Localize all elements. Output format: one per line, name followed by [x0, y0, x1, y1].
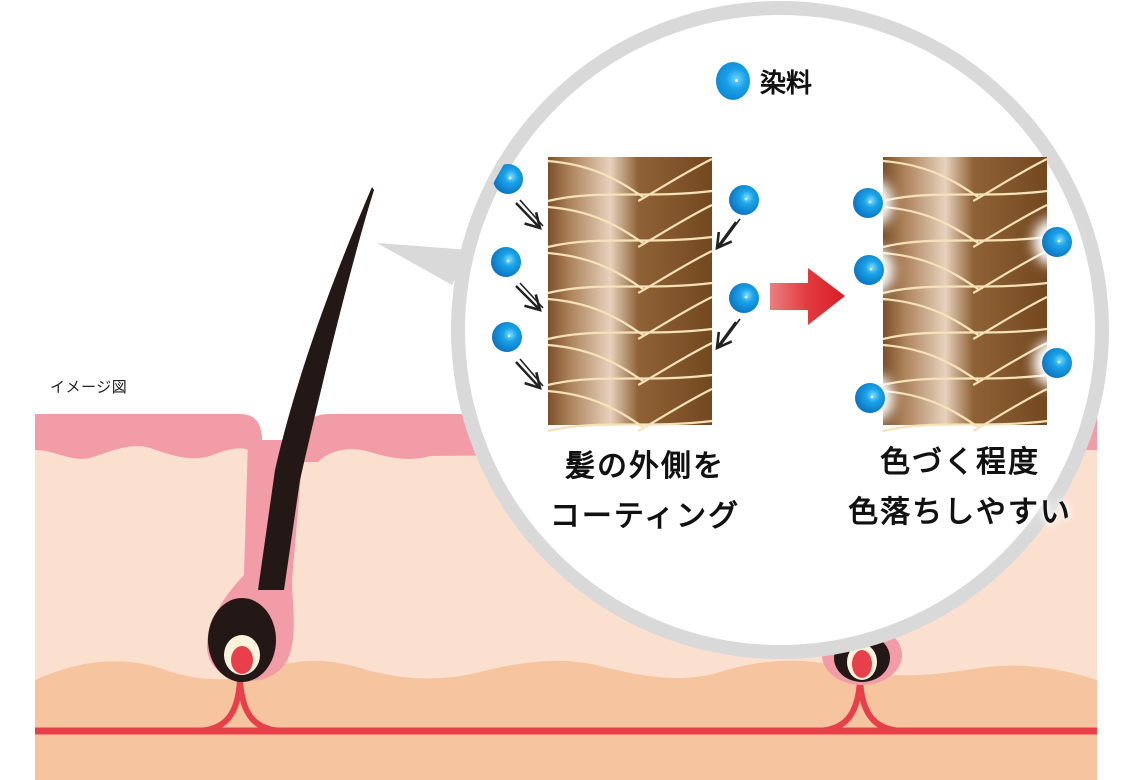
cuticle-line — [547, 297, 644, 336]
hair-shaft — [258, 187, 374, 590]
dye-particle — [491, 247, 521, 277]
cuticle-line — [637, 204, 713, 248]
dye-particle-coated — [855, 383, 885, 413]
red-arrow-right-icon — [770, 268, 845, 325]
arrow-shaft — [716, 221, 737, 249]
epidermis-wave — [35, 446, 248, 460]
arrow-head-icon — [524, 294, 542, 312]
cuticle-line — [882, 205, 979, 244]
cuticle-line — [547, 251, 644, 290]
dye-highlight — [506, 259, 510, 263]
arrow-shaft — [719, 318, 741, 347]
after-caption-line2: 色落ちしやすい — [848, 495, 1072, 530]
arrow-head-icon — [715, 231, 733, 251]
dye-particle-coated — [853, 188, 883, 218]
after-caption-line1: 色づく程度 — [880, 445, 1040, 480]
arrow-shaft — [515, 285, 541, 311]
dye-highlight — [868, 200, 872, 204]
before-caption: 髪の外側を コーティング — [520, 442, 770, 542]
dye-highlight — [744, 197, 748, 201]
dye-particle-icon — [716, 62, 750, 100]
cuticle-scale-edge — [882, 235, 1048, 249]
cuticle-line — [972, 296, 1048, 340]
arrow-shaft — [719, 218, 741, 247]
cuticle-line — [637, 158, 713, 202]
cuticle-line — [547, 389, 644, 428]
cuticle-line — [637, 296, 713, 340]
dye-particle-coated — [854, 255, 884, 285]
magnifier-pointer — [377, 243, 470, 285]
cuticle-line — [882, 251, 979, 290]
dye-particle-coated — [1042, 227, 1072, 257]
cuticle-scale-edge — [882, 419, 1048, 433]
dye-highlight — [507, 334, 511, 338]
cuticle-line — [637, 250, 713, 294]
after-caption: 色づく程度 色落ちしやすい — [830, 438, 1090, 538]
dye-particle-coated — [1042, 348, 1072, 378]
cuticle-scale-edge — [547, 189, 713, 203]
cuticle-line — [882, 343, 979, 382]
cuticle-line — [547, 343, 644, 382]
arrow-shaft — [716, 321, 737, 349]
cuticle-line — [972, 204, 1048, 248]
cuticle-scale-edge — [882, 327, 1048, 341]
cuticle-scale-edge — [547, 373, 713, 387]
dermal-papilla-right — [852, 650, 872, 678]
cuticle-scale-edge — [547, 327, 713, 341]
hair-strand-panels — [491, 157, 1073, 433]
cuticle-scale-edge — [882, 281, 1048, 295]
cuticle-line — [637, 388, 713, 432]
capillary-loop-right — [814, 679, 906, 734]
cuticle-line — [547, 159, 644, 198]
dye-highlight — [1057, 239, 1061, 243]
dye-highlight — [508, 176, 512, 180]
arrow-head-icon — [715, 331, 733, 351]
cuticle-scale-edge — [547, 235, 713, 249]
legend-label: 染料 — [760, 68, 813, 99]
cuticle-scale-edge — [882, 373, 1048, 387]
dye-particle — [492, 322, 522, 352]
image-caption: イメージ図 — [50, 378, 128, 396]
cuticle-line — [637, 342, 713, 386]
legend: 染料 — [716, 62, 812, 100]
cuticle-line — [882, 389, 979, 428]
arrow-head-icon — [524, 212, 542, 230]
cuticle-line — [547, 205, 644, 244]
epidermis-layer — [35, 414, 262, 460]
before-caption-line1: 髪の外側を — [565, 449, 725, 484]
before-caption-line2: コーティング — [549, 499, 741, 534]
capillary-loop-left — [194, 679, 286, 734]
cuticle-line — [882, 297, 979, 336]
arrow-shaft — [515, 361, 541, 389]
cuticle-line — [972, 388, 1048, 432]
arrow-shaft — [515, 202, 541, 229]
dye-highlight — [1057, 360, 1061, 364]
dye-highlight — [744, 295, 748, 299]
dye-highlight — [870, 395, 874, 399]
cuticle-scale-edge — [547, 419, 713, 433]
dye-particle — [729, 185, 759, 215]
dermal-papilla — [231, 646, 253, 674]
cuticle-scale-edge — [547, 281, 713, 295]
dye-particle — [493, 164, 523, 194]
dye-particle — [729, 283, 759, 313]
cuticle-line — [882, 159, 979, 198]
dye-highlight — [869, 267, 873, 271]
arrow-head-icon — [524, 371, 542, 390]
cuticle-scale-edge — [882, 189, 1048, 203]
cuticle-line — [972, 158, 1048, 202]
